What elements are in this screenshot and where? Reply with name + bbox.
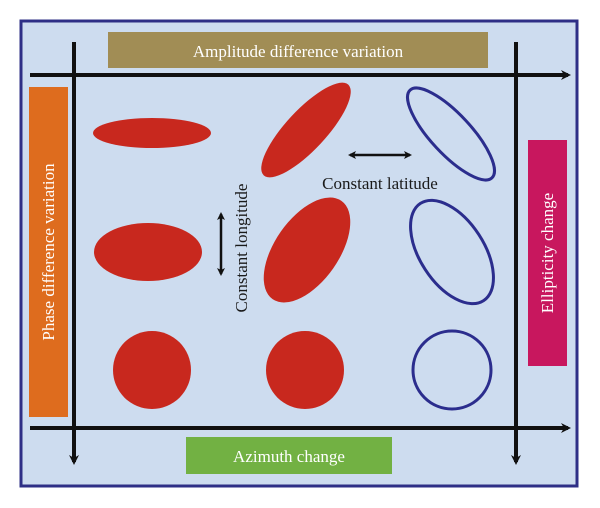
- amplitude-label-box: [108, 32, 488, 68]
- azimuth-label-box: [186, 437, 392, 474]
- filled-ellipse-flat: [93, 118, 211, 148]
- filled-circle-left: [113, 331, 191, 409]
- filled-ellipse-wide: [94, 223, 202, 281]
- azimuth-label: Azimuth change: [233, 447, 345, 466]
- constant-latitude-label: Constant latitude: [322, 174, 438, 193]
- constant-longitude-label: Constant longitude: [232, 184, 251, 313]
- outline-ellipse-tilted-thin: [406, 86, 496, 182]
- ellipticity-label: Ellipticity change: [538, 193, 557, 313]
- filled-ellipse-tilted-medium: [263, 197, 351, 303]
- outline-ellipse-tilted-medium: [409, 198, 495, 306]
- amplitude-label: Amplitude difference variation: [193, 42, 404, 61]
- ellipticity-label-box: [528, 140, 567, 366]
- filled-circle-middle: [266, 331, 344, 409]
- phase-label: Phase difference variation: [39, 163, 58, 341]
- phase-label-box: [29, 87, 68, 417]
- outline-circle-right: [411, 329, 493, 411]
- filled-ellipse-tilted-thin: [261, 82, 351, 178]
